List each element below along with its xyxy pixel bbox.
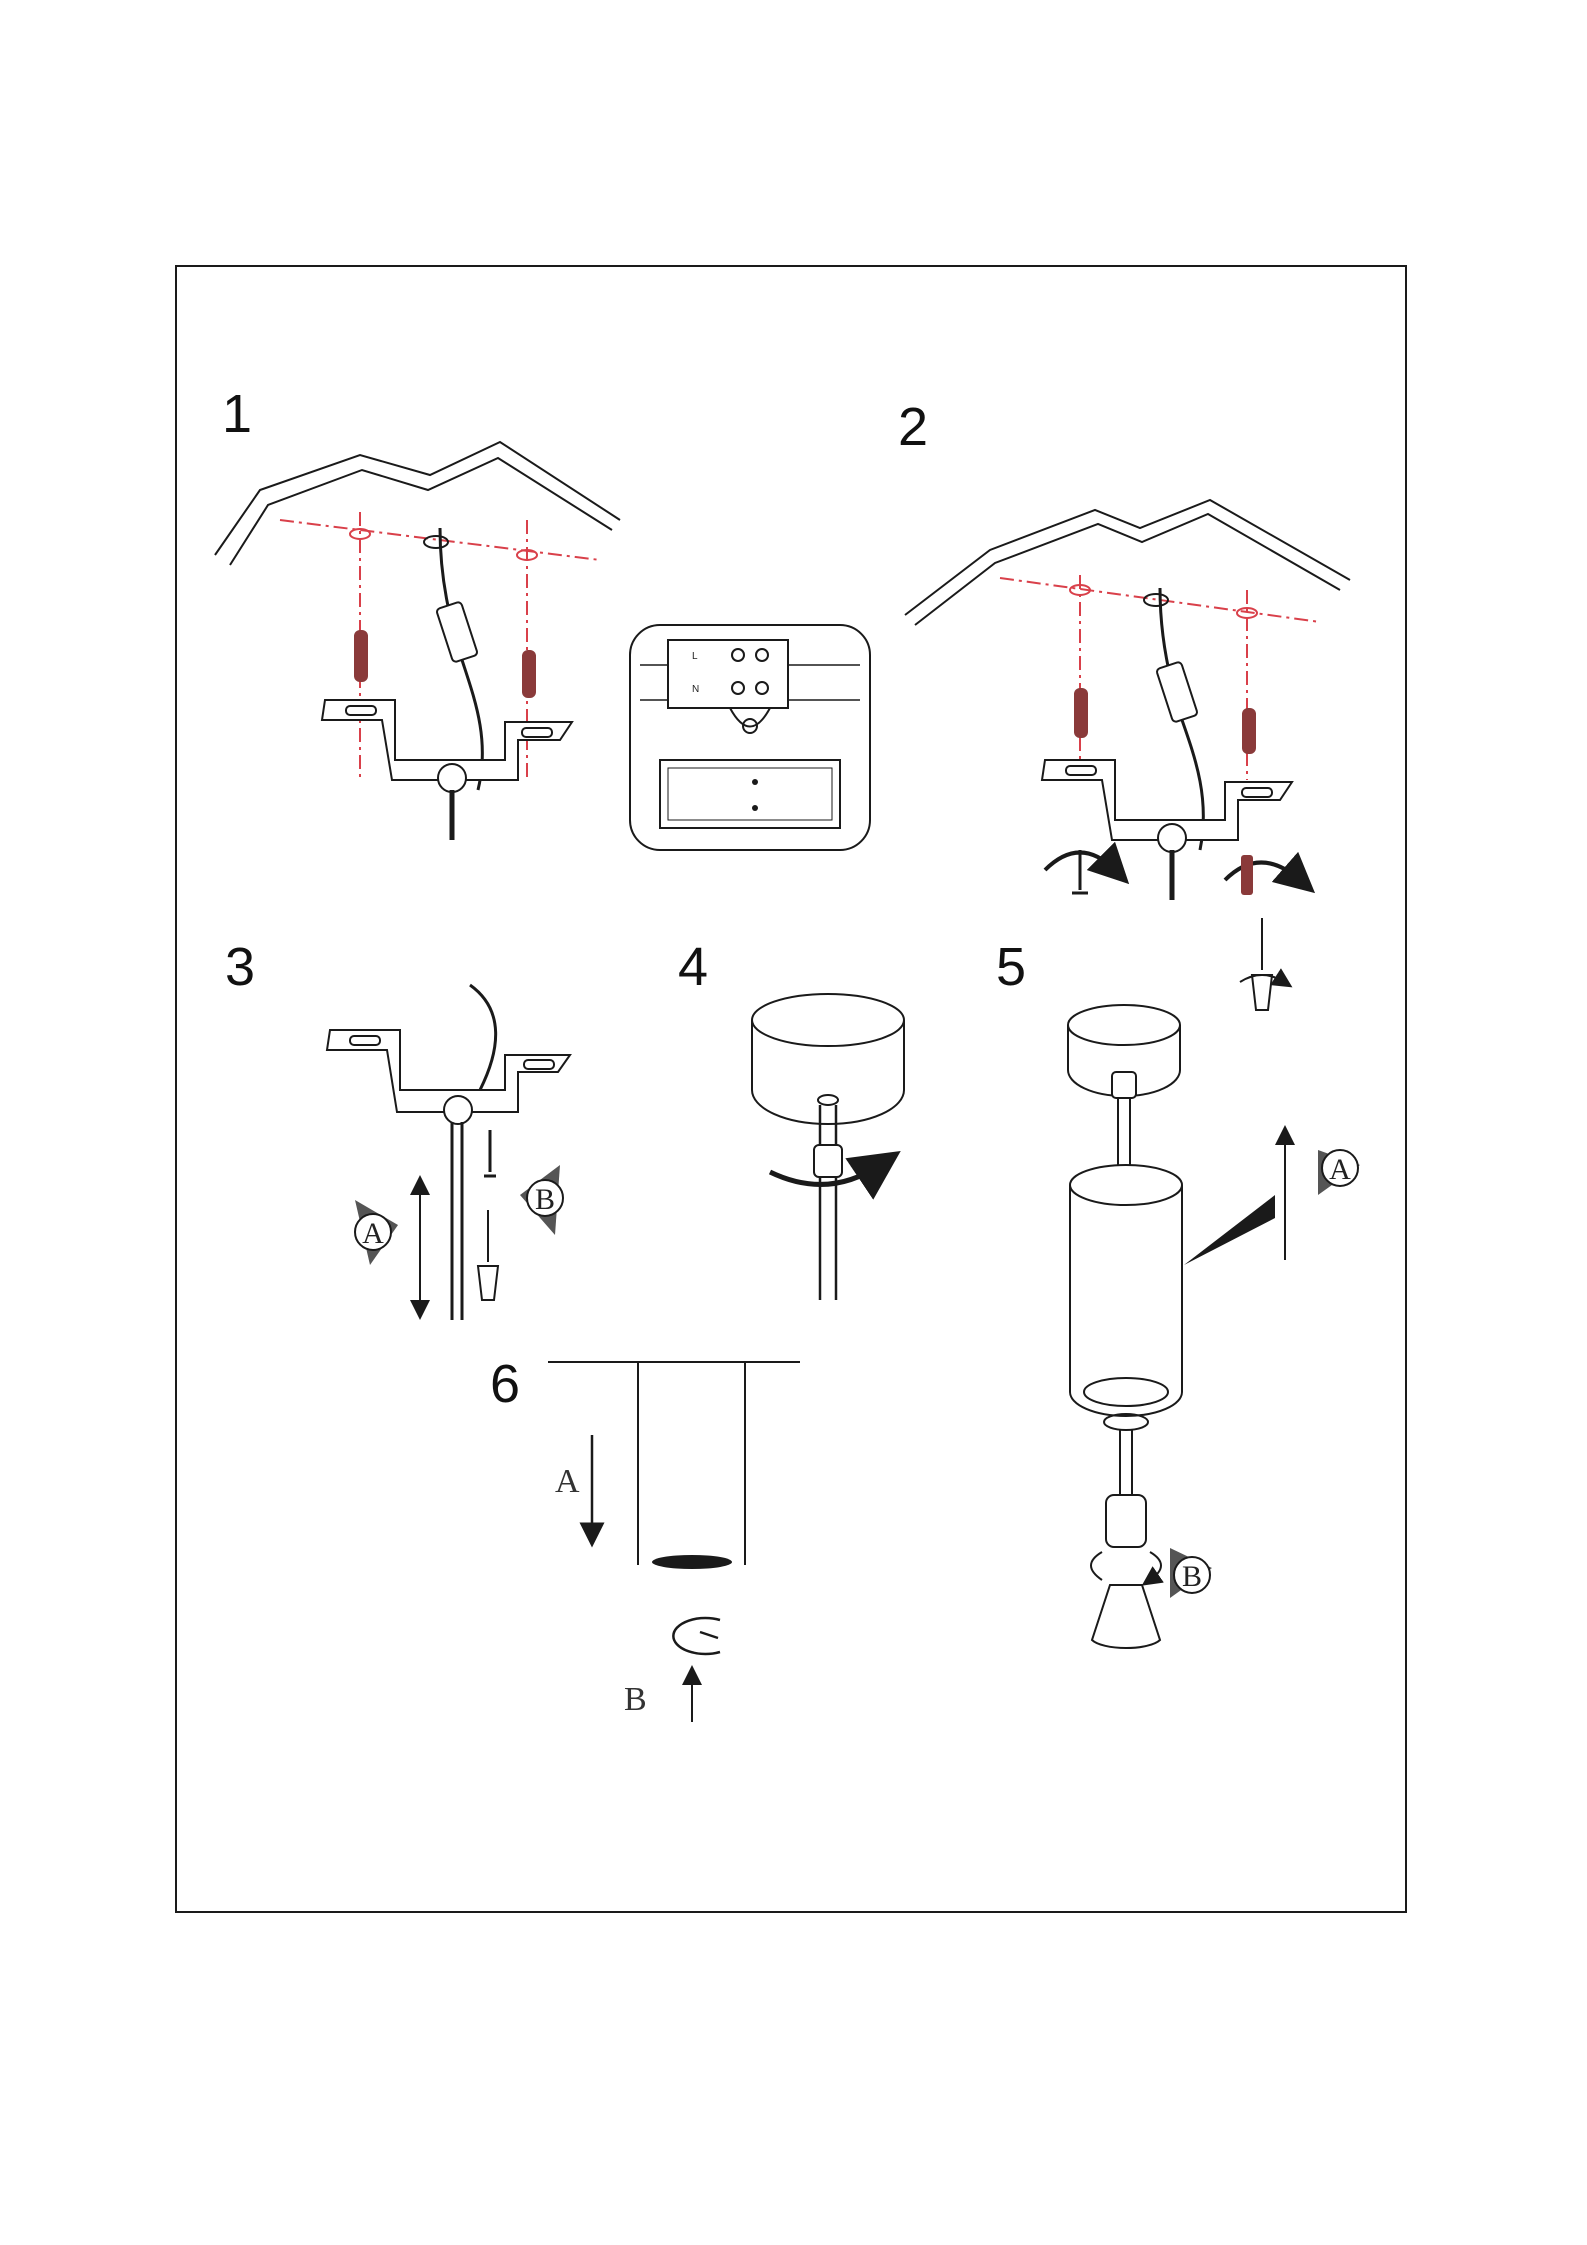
rotate-arrow-icon xyxy=(1091,1552,1161,1580)
lamp-body-opening xyxy=(1084,1378,1168,1406)
canopy-top xyxy=(1068,1005,1180,1045)
glass-disc xyxy=(652,1555,732,1569)
cable-gland xyxy=(1112,1072,1136,1098)
retaining-clip-icon xyxy=(673,1618,720,1654)
terminal-neutral-label: N xyxy=(692,684,699,695)
pointer-line xyxy=(1184,1195,1275,1265)
step-4: 4 xyxy=(678,937,904,1300)
ceiling-outline xyxy=(905,500,1350,625)
step-2-number: 2 xyxy=(898,397,928,457)
cable-connector xyxy=(1156,661,1198,722)
cable-hole xyxy=(424,536,448,548)
step-6: 6 A B xyxy=(490,1354,800,1722)
marker-b-label: B xyxy=(1182,1560,1202,1593)
canopy-plate xyxy=(660,760,840,828)
screwdriver-icon xyxy=(478,1210,498,1300)
marker-b-label: B xyxy=(624,1681,647,1718)
terminal-live-label: L xyxy=(692,651,698,662)
marker-b-label: B xyxy=(535,1183,555,1216)
step-1: 1 xyxy=(215,384,620,840)
marker-a-label: A xyxy=(362,1217,384,1250)
marker-a-label: A xyxy=(1329,1153,1351,1186)
screwdriver-icon xyxy=(1252,918,1272,1010)
wall-plug xyxy=(354,630,368,682)
wall-plug xyxy=(1074,688,1088,738)
screw-icon xyxy=(1241,855,1253,895)
step-2: 2 xyxy=(898,397,1350,1010)
terminal-block xyxy=(668,640,788,708)
cable-clamp xyxy=(444,1096,472,1124)
marker-a-label: A xyxy=(555,1463,580,1500)
cable-clamp xyxy=(438,764,466,792)
rotate-arrow-icon xyxy=(1225,863,1300,881)
cable-clamp xyxy=(1158,824,1186,852)
terminal-block-inset: L N xyxy=(630,625,870,850)
step-5-number: 5 xyxy=(996,937,1026,997)
canopy-top xyxy=(752,994,904,1046)
step-1-number: 1 xyxy=(222,384,252,444)
wall-plug xyxy=(1242,708,1256,754)
screw-icon xyxy=(1072,850,1088,893)
lamp-body-top xyxy=(1070,1165,1182,1205)
step-6-number: 6 xyxy=(490,1354,520,1414)
ceiling-outline xyxy=(215,442,620,565)
cable-connector xyxy=(436,601,478,662)
lamp-socket xyxy=(1106,1495,1146,1547)
step-4-number: 4 xyxy=(678,937,708,997)
screw-icon xyxy=(484,1130,496,1176)
bulb-icon xyxy=(1092,1585,1160,1648)
cable xyxy=(470,985,496,1090)
step-5: 5 A B xyxy=(996,937,1360,1648)
wall-plug xyxy=(522,650,536,698)
step-3: 3 A B xyxy=(225,937,570,1320)
cable-gland xyxy=(814,1145,842,1177)
step-3-number: 3 xyxy=(225,937,255,997)
